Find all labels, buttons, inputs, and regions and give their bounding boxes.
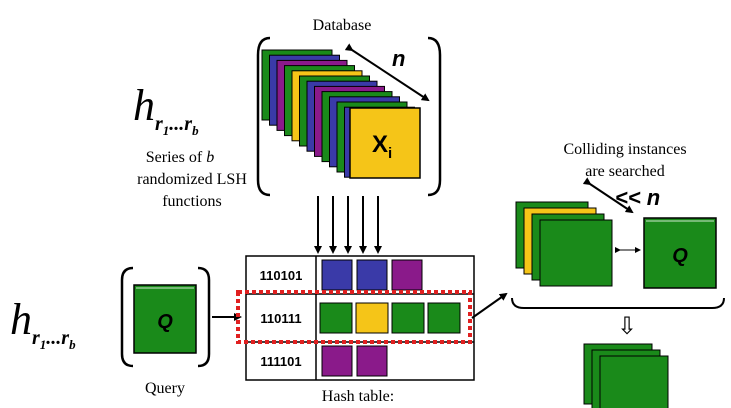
database-n-arrow: [344, 43, 430, 102]
query-card: [133, 284, 197, 354]
hash-bucket-item: [356, 345, 388, 377]
hash-bucket-item: [321, 259, 353, 291]
lsh-symbol-top: hr1...rb: [133, 81, 199, 138]
compare-query-label: Q: [672, 245, 688, 267]
query-bracket-left: [120, 266, 134, 368]
database-bracket-left: [256, 36, 271, 197]
hash-key: 111101: [260, 354, 301, 369]
table-to-colliding-arrow: [471, 292, 508, 319]
hash-bucket-item: [356, 259, 388, 291]
database-item-label: Xi: [372, 131, 392, 162]
hash-key: 110101: [260, 268, 303, 283]
hash-key: 110111: [260, 311, 301, 326]
colliding-line1: Colliding instances: [563, 141, 686, 158]
lsh-description-line1: Series of b: [146, 149, 214, 166]
colliding-line2: are searched: [585, 163, 665, 180]
compare-query-card: [643, 217, 717, 289]
hash-bucket-item: [391, 259, 423, 291]
colliding-n-arrow: [582, 177, 634, 214]
hash-bucket-item: [427, 302, 461, 334]
colliding-brace: [511, 297, 725, 309]
result-stack-card: [599, 355, 669, 408]
query-caption: Query: [145, 380, 185, 397]
colliding-ll-label: << n: [615, 185, 660, 210]
hash-table-highlight: [236, 290, 472, 344]
query-bracket-right: [197, 266, 211, 368]
lsh-description-line2: randomized LSH: [137, 171, 247, 188]
hash-bucket-item: [391, 302, 425, 334]
result-stack: [583, 343, 669, 408]
colliding-stack-card: [539, 219, 613, 287]
database-bracket-right: [427, 36, 442, 197]
hash-down-arrows: [314, 196, 382, 254]
lsh-description-line3: functions: [162, 193, 222, 210]
query-card-label: Q: [157, 311, 173, 333]
hash-table-caption: Hash table:: [322, 388, 394, 405]
database-n-label: n: [392, 46, 405, 71]
lsh-symbol-query: hr1...rb: [10, 295, 76, 352]
hash-table-rows: 110101 110111 111101: [260, 259, 461, 377]
database-title: Database: [313, 17, 372, 34]
hash-bucket-item: [355, 302, 389, 334]
database-item-card: [349, 107, 421, 179]
result-down-arrow: ⇩: [617, 313, 637, 340]
hash-bucket-item: [319, 302, 353, 334]
colliding-stack: [515, 201, 613, 287]
hash-bucket-item: [321, 345, 353, 377]
